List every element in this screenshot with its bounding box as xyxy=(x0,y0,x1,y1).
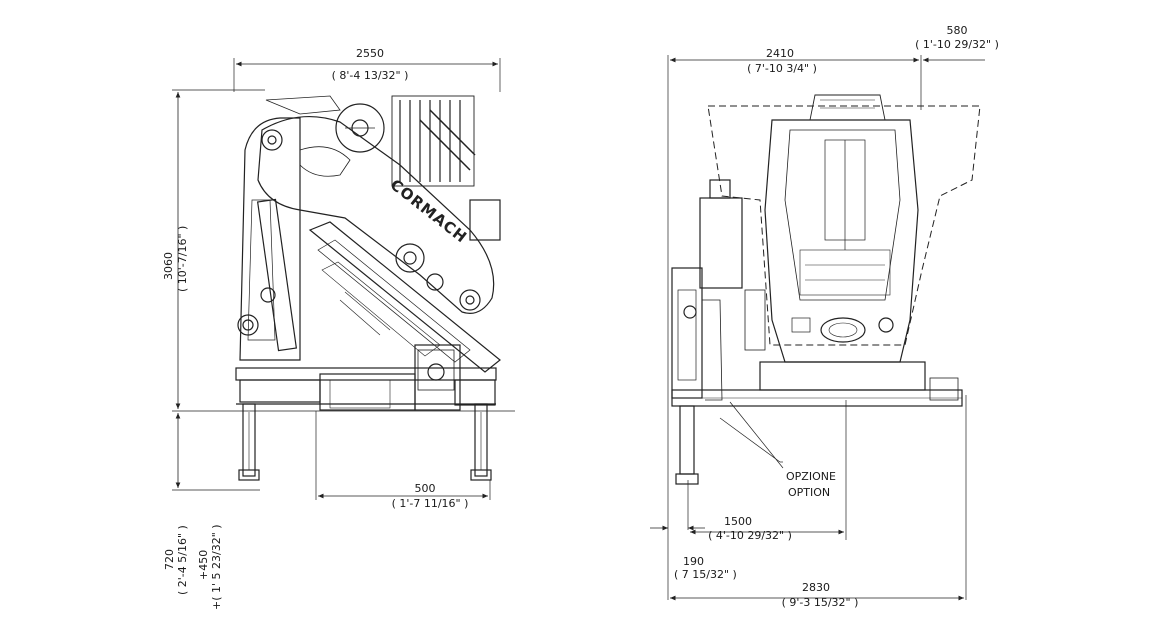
option-label-it: OPZIONE xyxy=(786,470,836,483)
total-in: ( 9'-3 15/32" ) xyxy=(781,596,859,609)
stabilizer-in: ( 2'-4 5/16" ) xyxy=(176,525,189,595)
side-height-mm: 3060 xyxy=(162,252,175,280)
front-width-in: ( 7'-10 3/4" ) xyxy=(747,62,817,75)
stabilizer-extra-mm: +450 xyxy=(197,549,210,580)
front-width-mm: 2410 xyxy=(766,47,794,60)
side-height-in: ( 10'-7/16" ) xyxy=(176,225,189,292)
option-label-en: OPTION xyxy=(788,486,831,499)
side-width-mm: 2550 xyxy=(356,47,384,60)
option-leader xyxy=(729,401,784,469)
stabilizer-extra-in: +( 1' 5 23/32" ) xyxy=(210,524,223,610)
edge-in: ( 7 15/32" ) xyxy=(674,568,737,581)
edge-mm: 190 xyxy=(683,555,704,568)
half-span-in: ( 4'-10 29/32" ) xyxy=(708,529,792,542)
side-width-in: ( 8'-4 13/32" ) xyxy=(331,69,409,82)
half-span-mm: 1500 xyxy=(724,515,752,528)
front-view-crane xyxy=(650,55,985,601)
outrigger-offset-in: ( 1'-7 11/16" ) xyxy=(391,497,469,510)
side-view-crane xyxy=(172,58,515,500)
total-mm: 2830 xyxy=(802,581,830,594)
stabilizer-mm: 720 xyxy=(163,549,176,570)
front-offset-mm: 580 xyxy=(946,24,968,37)
outrigger-offset-mm: 500 xyxy=(414,482,436,495)
front-offset-in: ( 1'-10 29/32" ) xyxy=(915,38,999,51)
